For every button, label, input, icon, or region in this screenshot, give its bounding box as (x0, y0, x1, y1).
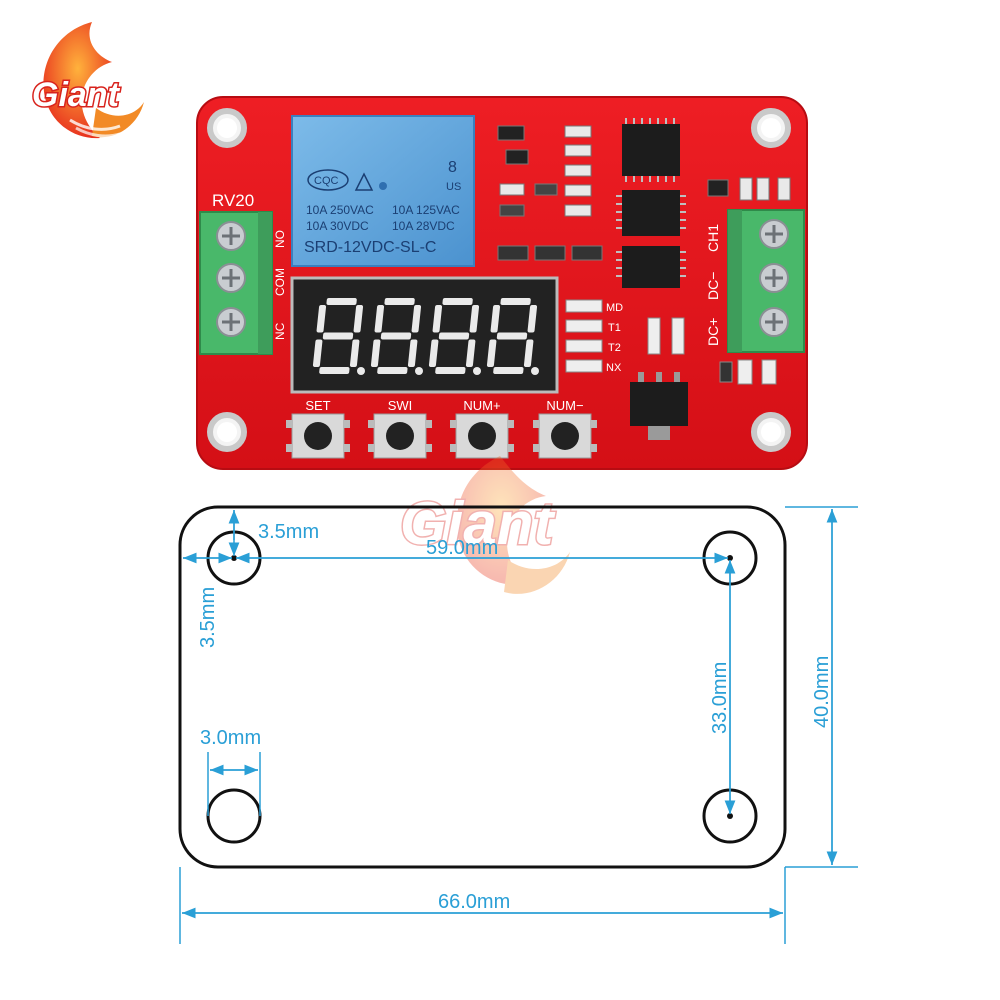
button-label: NUM− (546, 398, 583, 413)
mounting-hole (207, 108, 247, 148)
relay-logo: CQC (314, 175, 339, 187)
mounting-hole (751, 412, 791, 452)
dim-hole-spacing-h: 59.0mm (426, 537, 498, 559)
relay-number: 8 (448, 159, 457, 176)
dim-hole-diameter: 3.0mm (200, 727, 261, 749)
dimension-drawing: 3.5mm 59.0mm 3.5mm 3.0mm 33.0mm 40.0mm 6… (178, 505, 858, 944)
indicator-leds (565, 299, 603, 373)
terminal-block-right (727, 209, 805, 353)
pin-label-dc-minus: DC− (705, 272, 721, 300)
button-label: NUM+ (463, 398, 500, 413)
display-digit (370, 298, 423, 375)
relay-spec-1b: 10A 125VAC (392, 203, 460, 217)
pin-label-nc: NC (273, 322, 287, 340)
watermark-logo: Giant (399, 456, 570, 594)
relay: CQC 8 US 10A 250VAC 10A 125VAC 10A 30VDC… (291, 115, 475, 267)
drawing-hole (206, 788, 262, 844)
relay-spec-2a: 10A 30VDC (306, 219, 369, 233)
dim-board-height: 40.0mm (811, 656, 833, 728)
indicator-md: MD (606, 302, 623, 314)
button-label: SET (305, 398, 330, 413)
dim-hole-offset-v: 3.5mm (197, 587, 219, 648)
relay-model: SRD-12VDC-SL-C (304, 239, 436, 256)
relay-us-mark: US (446, 181, 461, 193)
dim-board-width: 66.0mm (438, 891, 510, 913)
mounting-hole (751, 108, 791, 148)
board-outline (178, 505, 787, 869)
relay-spec-1a: 10A 250VAC (306, 203, 374, 217)
dim-hole-spacing-v: 33.0mm (709, 662, 731, 734)
pin-label-no: NO (273, 230, 287, 248)
tactile-button (450, 413, 514, 459)
indicator-t1: T1 (608, 322, 621, 334)
dim-hole-offset: 3.5mm (258, 521, 319, 543)
display-digit (312, 298, 365, 375)
ic-chips (616, 118, 686, 288)
pin-label-dc-plus: DC+ (705, 318, 721, 346)
tactile-button (533, 413, 597, 459)
relay-spec-2b: 10A 28VDC (392, 219, 455, 233)
logo-text: Giant (32, 76, 121, 114)
terminal-block-left (199, 211, 273, 355)
display-digit (486, 298, 539, 375)
terminal-label-left: RV20 (212, 191, 254, 210)
pin-label-com: COM (273, 268, 287, 296)
indicator-nx: NX (606, 362, 622, 374)
pin-label-ch1: CH1 (705, 224, 721, 252)
button-label: SWI (388, 398, 413, 413)
smd-components (647, 317, 777, 385)
watermark-text: Giant (400, 490, 556, 557)
mounting-hole (207, 412, 247, 452)
tactile-button (286, 413, 350, 459)
indicator-t2: T2 (608, 342, 621, 354)
seven-segment-display (290, 276, 559, 394)
display-digit (428, 298, 481, 375)
regulator (630, 372, 688, 440)
brand-logo: Giant (31, 22, 144, 139)
relay-module-board: RV20 NO COM NC CQC 8 US 10A 250VAC 10A 1… (196, 96, 808, 470)
tactile-button (368, 413, 432, 459)
smd-components (497, 125, 791, 261)
